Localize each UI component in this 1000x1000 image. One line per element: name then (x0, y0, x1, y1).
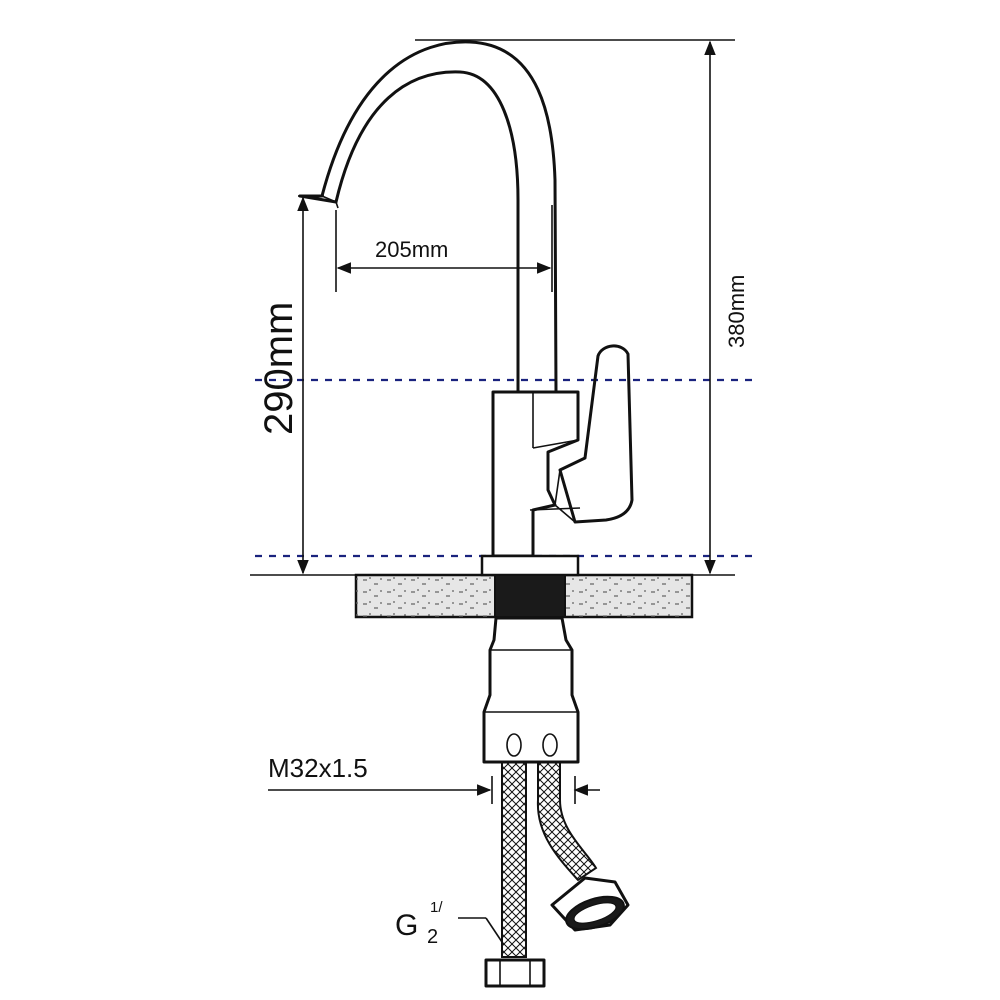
lever-handle (554, 344, 634, 524)
spout-reach-label: 205mm (375, 237, 448, 262)
hose-thread-fraction-bottom: 2 (427, 926, 438, 948)
faucet-body (491, 390, 581, 558)
mounting-shank (482, 616, 580, 764)
base-flange (480, 554, 580, 577)
spout-height-label: 290mm (257, 302, 301, 435)
countertop (250, 573, 735, 619)
hose-thread-leader (458, 917, 505, 946)
braided-hose-curved (536, 761, 630, 932)
dimension-total-height (415, 39, 735, 575)
mounting-nut (494, 574, 566, 618)
dimension-spout-reach (335, 205, 553, 292)
dimension-thread (268, 776, 600, 804)
thread-label: M32x1.5 (268, 753, 368, 783)
braided-hose-straight (484, 761, 546, 988)
spout (298, 40, 558, 394)
total-height-label: 380mm (724, 275, 749, 348)
hose-thread-fraction-top: 1/ (430, 899, 443, 916)
dimension-spout-height (297, 195, 324, 575)
hose-thread-prefix: G (395, 909, 418, 942)
